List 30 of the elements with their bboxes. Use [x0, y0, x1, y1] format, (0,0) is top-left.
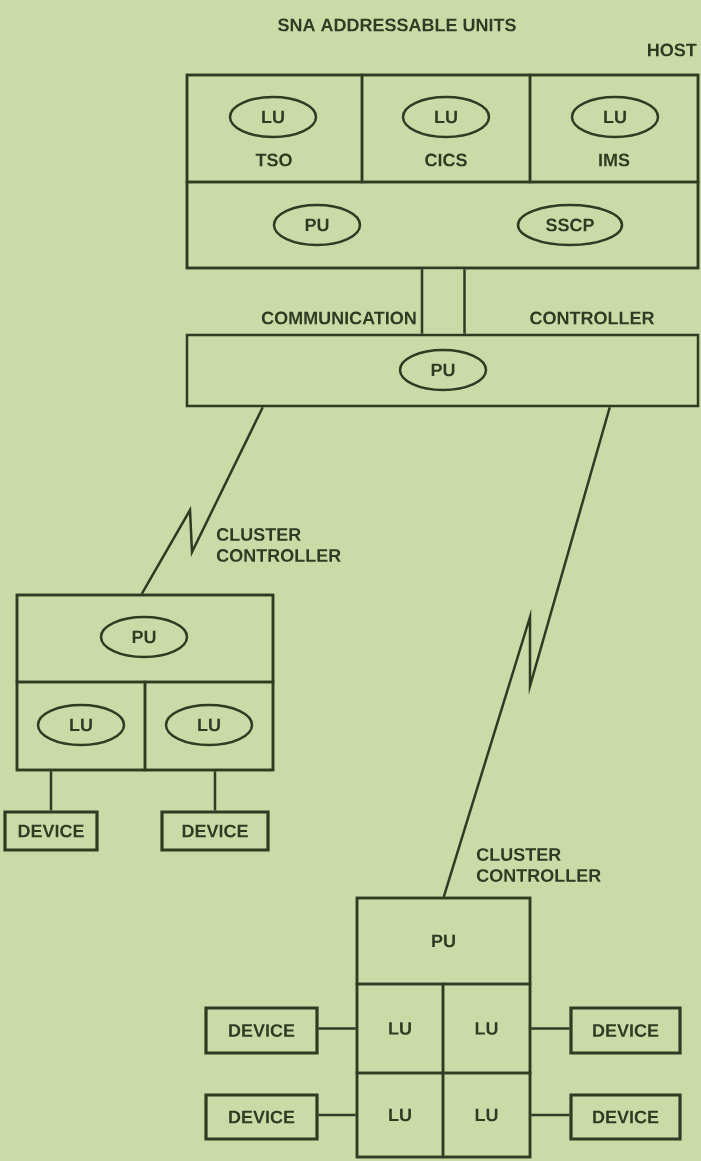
band-box — [185, 180, 700, 270]
node-label: CLUSTER CONTROLLER — [216, 528, 341, 562]
device-box: DEVICE — [569, 1093, 682, 1141]
device-box: DEVICE — [160, 810, 270, 852]
cell-box: LU — [441, 982, 532, 1075]
node-label: COMMUNICATION — [261, 311, 416, 325]
node-label: HOST — [648, 43, 697, 57]
cell-box: PU — [355, 896, 532, 986]
device-box: DEVICE — [204, 1006, 319, 1055]
cell-box — [15, 593, 275, 684]
cell-box: LU — [355, 1071, 445, 1159]
title: SNA ADDRESSABLE UNITS — [278, 18, 516, 32]
connector-line — [531, 1027, 570, 1030]
connector-line — [318, 1113, 356, 1117]
cell-box — [143, 680, 275, 772]
cell-box — [15, 680, 147, 772]
node-label: CONTROLLER — [530, 311, 655, 325]
cell-box: LU — [441, 1071, 532, 1159]
connector-line — [531, 1113, 570, 1117]
device-box: DEVICE — [569, 1006, 682, 1055]
zigzag-line — [442, 406, 611, 898]
connector-line — [213, 771, 217, 811]
connector-line — [318, 1027, 356, 1030]
device-box: DEVICE — [204, 1093, 319, 1141]
node-label: CLUSTER CONTROLLER — [476, 848, 601, 882]
zigzag-line — [140, 406, 264, 595]
cell-box: LU — [355, 982, 445, 1075]
channel-line — [420, 269, 466, 334]
connector-line — [49, 771, 53, 811]
device-box: DEVICE — [3, 810, 99, 852]
